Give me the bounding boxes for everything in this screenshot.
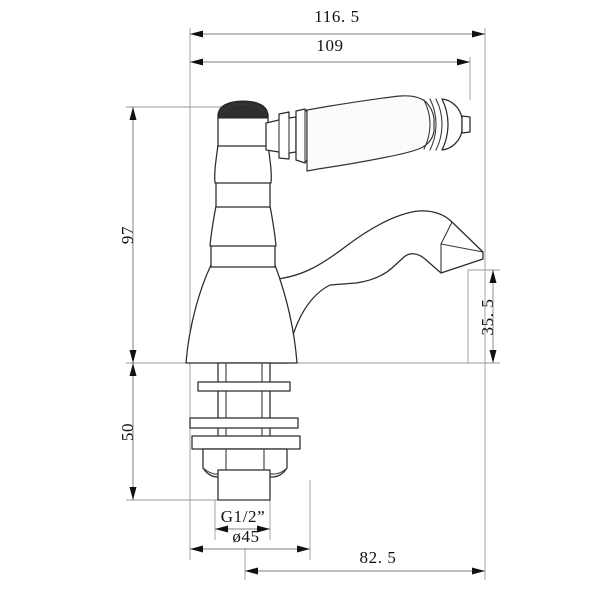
dimension-label-g12: G1/2” xyxy=(221,507,266,526)
dimension-label-82-5: 82. 5 xyxy=(360,548,397,567)
dimension-thread-size: G1/2” xyxy=(215,507,270,533)
handle-stem-boss xyxy=(265,111,297,160)
dimension-label-50: 50 xyxy=(118,423,137,441)
washer-lower xyxy=(191,435,301,450)
valve-body-ring xyxy=(210,244,276,268)
washer-upper xyxy=(197,381,291,392)
bonnet-cap-highlight xyxy=(222,103,264,113)
washer-middle xyxy=(189,417,299,429)
dimension-spout-height: 35. 5 xyxy=(478,270,497,363)
spout-notch xyxy=(403,253,426,260)
lever-handle xyxy=(306,95,435,172)
dimension-body-height: 97 xyxy=(118,107,137,363)
handle-end-button xyxy=(461,115,471,134)
valve-body-collar xyxy=(215,181,271,208)
dimension-label-35-5: 35. 5 xyxy=(478,299,497,336)
dimension-label-97: 97 xyxy=(118,226,137,244)
dimension-shank-length: 50 xyxy=(118,363,137,500)
dimension-handle-reach: 109 xyxy=(190,36,470,66)
valve-body-top-cylinder xyxy=(217,113,269,147)
dimension-base-diameter: ø45 xyxy=(190,527,310,553)
dimension-spout-reach: 82. 5 xyxy=(245,548,485,575)
thread-stub xyxy=(217,469,271,501)
valve-body-taper xyxy=(209,205,277,247)
valve-body-skirt xyxy=(185,264,298,364)
extension-lines xyxy=(126,28,500,580)
lever-handle-ribs xyxy=(423,98,443,151)
faucet-assembly xyxy=(185,95,484,501)
dimension-overall-width: 116. 5 xyxy=(190,7,485,38)
valve-body-waist xyxy=(214,144,272,184)
dimension-label-dia45: ø45 xyxy=(232,527,259,546)
dimension-label-116-5: 116. 5 xyxy=(314,7,359,26)
handle-end-cap xyxy=(441,98,463,151)
bonnet-cap xyxy=(217,100,269,119)
dimension-label-109: 109 xyxy=(316,36,343,55)
